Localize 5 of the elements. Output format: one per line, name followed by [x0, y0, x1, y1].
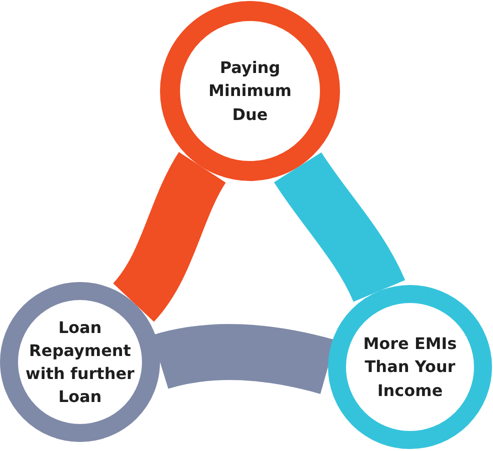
node-text: Loan Repayment with further Loan	[24, 316, 136, 408]
node-text: More EMIs Than Your Income	[362, 333, 458, 402]
connector-band	[274, 152, 405, 303]
node-text: Paying Minimum Due	[207, 57, 292, 126]
connector-band	[152, 324, 336, 394]
